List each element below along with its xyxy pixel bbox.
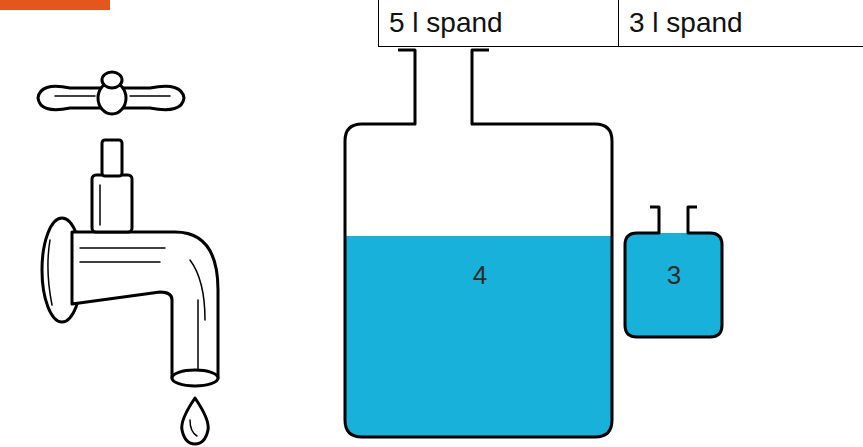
- water-fill: [345, 236, 612, 437]
- volume-number: 4: [473, 260, 487, 291]
- cell-label: 5 l spand: [389, 7, 503, 39]
- water-fill: [625, 233, 722, 337]
- table-cell: 5 l spand: [378, 0, 619, 47]
- cell-label: 3 l spand: [629, 7, 743, 39]
- volume-number: 3: [667, 260, 681, 291]
- table-cell: 3 l spand: [618, 0, 863, 47]
- faucet-drawing: [38, 72, 218, 444]
- jug-outline: [345, 50, 612, 437]
- water-container: 3: [625, 233, 722, 337]
- water-container: 4: [345, 124, 612, 437]
- jug-outline: [625, 207, 722, 337]
- accent-bar: [0, 0, 110, 10]
